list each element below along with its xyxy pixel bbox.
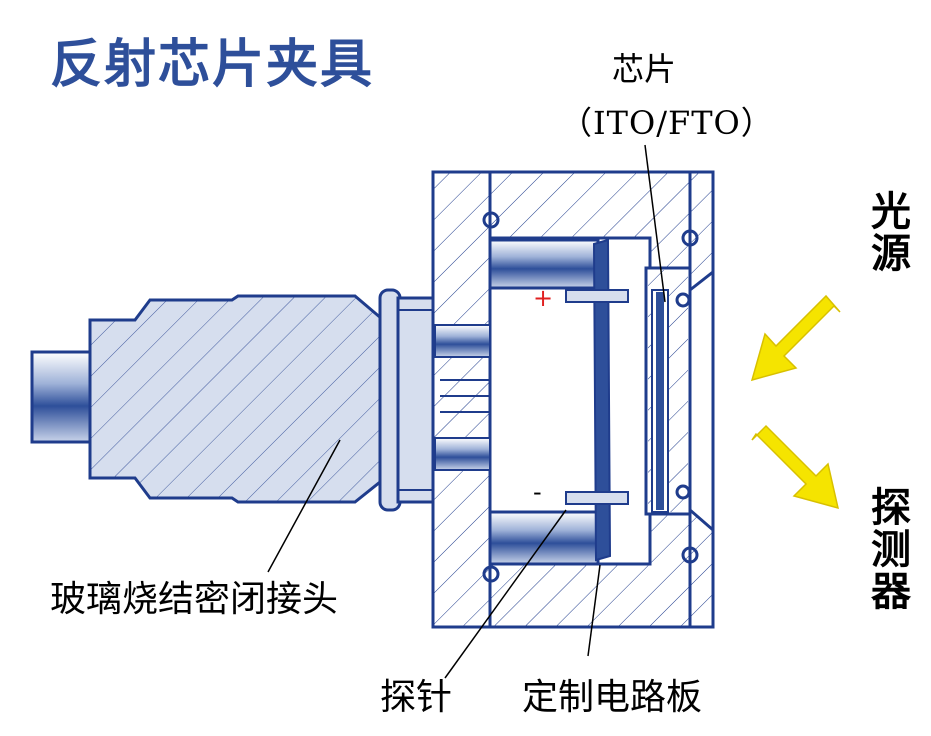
detector-label: 探测器 [864,486,910,612]
chip-material-label: （ITO/FTO） [560,104,774,142]
probe-holder [488,238,600,566]
custom-pcb [592,238,612,562]
glass-seal-connector-label: 玻璃烧结密闭接头 [50,579,339,620]
chip-label: 芯片 [612,50,677,88]
probes [565,289,629,505]
glass-seal-connector [30,288,448,512]
light-source-label: 光源 [864,190,910,274]
connector-pins [434,324,491,471]
page-title: 反射芯片夹具 [50,35,375,95]
positive-mark: + [533,284,553,312]
negative-mark: - [533,478,542,506]
chip-assembly [644,266,692,516]
probe-label: 探针 [380,677,453,718]
custom-pcb-label: 定制电路板 [522,677,703,718]
light-arrow-icon [750,294,841,382]
leader-lines [267,144,666,679]
detector-arrow-icon [751,424,840,510]
